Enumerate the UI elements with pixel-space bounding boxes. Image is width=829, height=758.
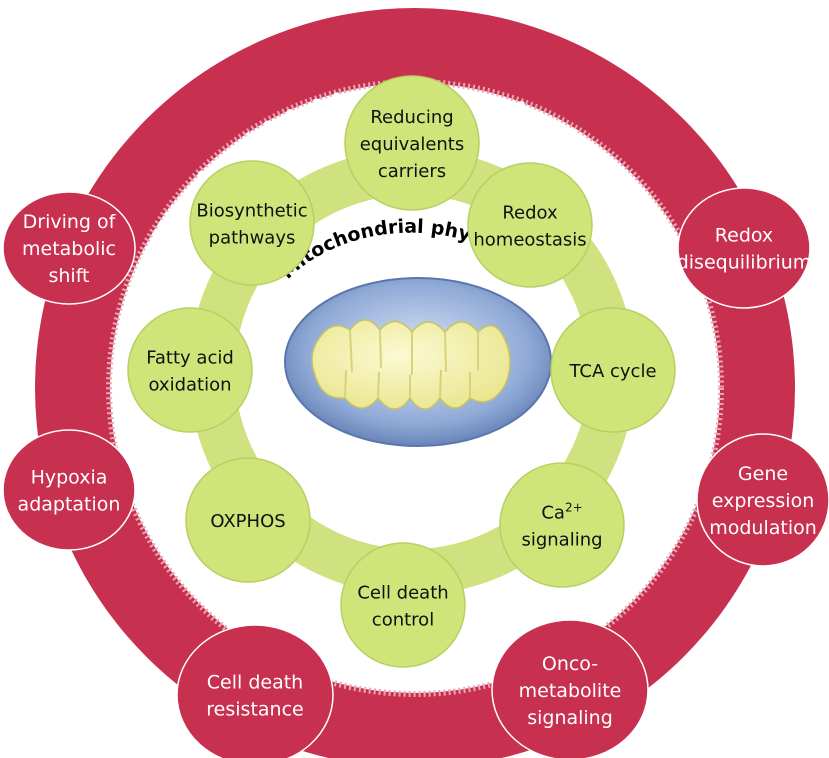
inner-node-fatty-acid-oxidation: Fatty acid oxidation: [127, 307, 253, 433]
outer-nodes: Driving of metabolic shift Redox disequilibr…: [2, 187, 829, 758]
outer-node-label: Gene: [738, 463, 788, 485]
inner-node-label: Cell death: [357, 583, 448, 604]
inner-node-label: OXPHOS: [210, 511, 285, 532]
outer-node-label: shift: [48, 265, 89, 287]
outer-node-label: modulation: [709, 517, 817, 539]
superscript: 2+: [565, 501, 583, 515]
outer-node-hypoxia-adaptation: Hypoxia adaptation: [2, 429, 136, 551]
inner-node-label: oxidation: [148, 375, 231, 396]
inner-node-label: Reducing: [370, 107, 453, 128]
inner-node-label: control: [372, 610, 434, 631]
inner-node-label: equivalents: [360, 134, 465, 155]
outer-node-label: adaptation: [18, 494, 121, 516]
outer-node-label: metabolite: [519, 680, 622, 702]
inner-node-oxphos: OXPHOS: [185, 457, 311, 583]
outer-node-label: Redox: [715, 225, 773, 247]
outer-node-label: Hypoxia: [31, 467, 108, 489]
inner-node-reducing-equivalents-carriers: Reducing equivalents carriers: [344, 75, 480, 211]
inner-node-label: Biosynthetic: [196, 201, 307, 222]
inner-node-ca-signaling: Ca2+signaling: [499, 462, 625, 588]
outer-node-label: Cell death: [207, 672, 303, 694]
inner-node-label: Redox: [502, 203, 558, 224]
inner-node-label: TCA cycle: [568, 361, 656, 382]
inner-node-redox-homeostasis: Redox homeostasis: [467, 162, 593, 288]
outer-node-label: metabolic: [22, 238, 116, 260]
outer-node-cell-death-resistance: Cell death resistance: [176, 624, 334, 758]
outer-node-redox-disequilibrium: Redox disequilibrium: [677, 187, 812, 309]
outer-node-label: signaling: [527, 707, 613, 729]
outer-node-driving-of-metabolic-shift: Driving of metabolic shift: [2, 191, 136, 305]
inner-node-label: pathways: [209, 228, 296, 249]
inner-node-label: Fatty acid: [146, 348, 234, 369]
inner-node-cell-death-control: Cell death control: [340, 542, 466, 668]
outer-node-label: expression: [712, 490, 815, 512]
inner-node-label: carriers: [378, 161, 446, 182]
inner-node-biosynthetic-pathways: Biosynthetic pathways: [189, 160, 315, 286]
outer-node-onco-metabolite-signaling: Onco-metabolite signaling: [491, 619, 649, 758]
outer-node-label: Driving of: [23, 211, 117, 233]
inner-node-label: signaling: [521, 530, 602, 551]
inner-node-label: homeostasis: [473, 230, 586, 251]
outer-node-label: disequilibrium: [677, 252, 812, 274]
mitochondrion-icon: [284, 277, 552, 447]
inner-node-tca-cycle: TCA cycle: [550, 307, 676, 433]
outer-node-label: resistance: [206, 699, 303, 721]
outer-node-label: Onco-: [542, 653, 598, 675]
outer-node-gene-expression-modulation: Gene expression modulation: [696, 433, 829, 567]
